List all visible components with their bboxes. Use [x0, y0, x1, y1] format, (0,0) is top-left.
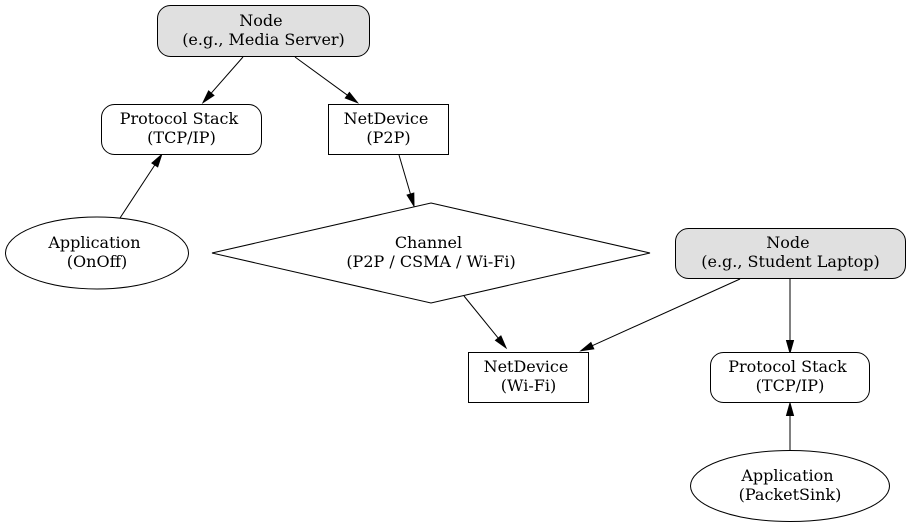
svg-text:NetDevice (Wi-Fi): NetDevice (Wi-Fi) — [484, 357, 574, 395]
netdevice-p2p-box — [328, 104, 449, 155]
channel: Channel (P2P / CSMA / Wi-Fi) — [211, 202, 651, 304]
protocol-stack-2-title: Protocol Stack — [728, 357, 847, 376]
netdevice-wifi-subtitle: (Wi-Fi) — [501, 376, 556, 395]
node-media-server-title: Node — [239, 11, 282, 30]
netdevice-p2p-subtitle: (P2P) — [366, 128, 410, 147]
node-media-server: Node (e.g., Media Server) — [157, 5, 370, 57]
svg-text:Node (e.g., Media Server: Node (e.g., Media Server) — [182, 11, 345, 49]
netdevice-p2p: NetDevice (P2P) — [328, 104, 449, 155]
edges — [119, 56, 795, 451]
svg-text:Node (e.g., Student Lapt: Node (e.g., Student Laptop) — [701, 233, 879, 271]
svg-text:Application (PacketSink): Application (PacketSink) — [739, 466, 842, 504]
edge-channel-to-netdevice-wifi — [463, 295, 508, 350]
svg-text:Application (OnOff): Application (OnOff) — [47, 233, 145, 271]
edge-node-media-server-to-protocol-stack-1 — [201, 56, 244, 104]
edge-application-onoff-to-protocol-stack-1 — [119, 153, 163, 219]
svg-text:Protocol Stack (TCP/IP): Protocol Stack (TCP/IP) — [120, 109, 244, 147]
protocol-stack-2-box — [710, 352, 870, 403]
edge-netdevice-p2p-to-channel — [398, 154, 415, 208]
netdevice-p2p-title: NetDevice — [344, 109, 429, 128]
node-media-server-subtitle: (e.g., Media Server) — [182, 30, 345, 49]
protocol-stack-2-subtitle: (TCP/IP) — [756, 376, 825, 395]
application-packetsink: Application (PacketSink) — [690, 450, 890, 522]
channel-title: Channel — [395, 233, 462, 252]
application-onoff-subtitle: (OnOff) — [67, 252, 127, 271]
svg-text:Protocol Stack (TCP/IP): Protocol Stack (TCP/IP) — [728, 357, 852, 395]
node-student-laptop-title: Node — [766, 233, 809, 252]
application-packetsink-subtitle: (PacketSink) — [739, 485, 842, 504]
channel-subtitle: (P2P / CSMA / Wi-Fi) — [346, 252, 515, 271]
protocol-stack-1-title: Protocol Stack — [120, 109, 239, 128]
application-onoff-ellipse — [5, 216, 189, 290]
netdevice-wifi-box — [468, 352, 589, 403]
channel-diamond — [211, 202, 651, 304]
application-onoff: Application (OnOff) — [5, 216, 189, 290]
protocol-stack-2: Protocol Stack (TCP/IP) — [710, 352, 870, 403]
edge-node-student-laptop-to-protocol-stack-2 — [785, 279, 795, 355]
protocol-stack-1-subtitle: (TCP/IP) — [147, 128, 216, 147]
application-packetsink-ellipse — [690, 450, 890, 522]
svg-text:Channel (P2P / CSMA / Wi: Channel (P2P / CSMA / Wi-Fi) — [346, 233, 515, 271]
application-packetsink-title: Application — [740, 466, 833, 485]
protocol-stack-1-box — [101, 104, 262, 155]
node-student-laptop-box — [675, 228, 906, 279]
protocol-stack-1: Protocol Stack (TCP/IP) — [101, 104, 262, 155]
edge-application-packetsink-to-protocol-stack-2 — [785, 401, 795, 451]
edge-node-student-laptop-to-netdevice-wifi — [579, 278, 741, 352]
node-student-laptop-subtitle: (e.g., Student Laptop) — [701, 252, 879, 271]
svg-text:NetDevice (P2P): NetDevice (P2P) — [344, 109, 434, 147]
netdevice-wifi-title: NetDevice — [484, 357, 569, 376]
node-student-laptop: Node (e.g., Student Laptop) — [675, 228, 906, 279]
application-onoff-title: Application — [47, 233, 140, 252]
edge-node-media-server-to-netdevice-p2p — [294, 56, 360, 104]
netdevice-wifi: NetDevice (Wi-Fi) — [468, 352, 589, 403]
node-media-server-box — [157, 5, 370, 57]
